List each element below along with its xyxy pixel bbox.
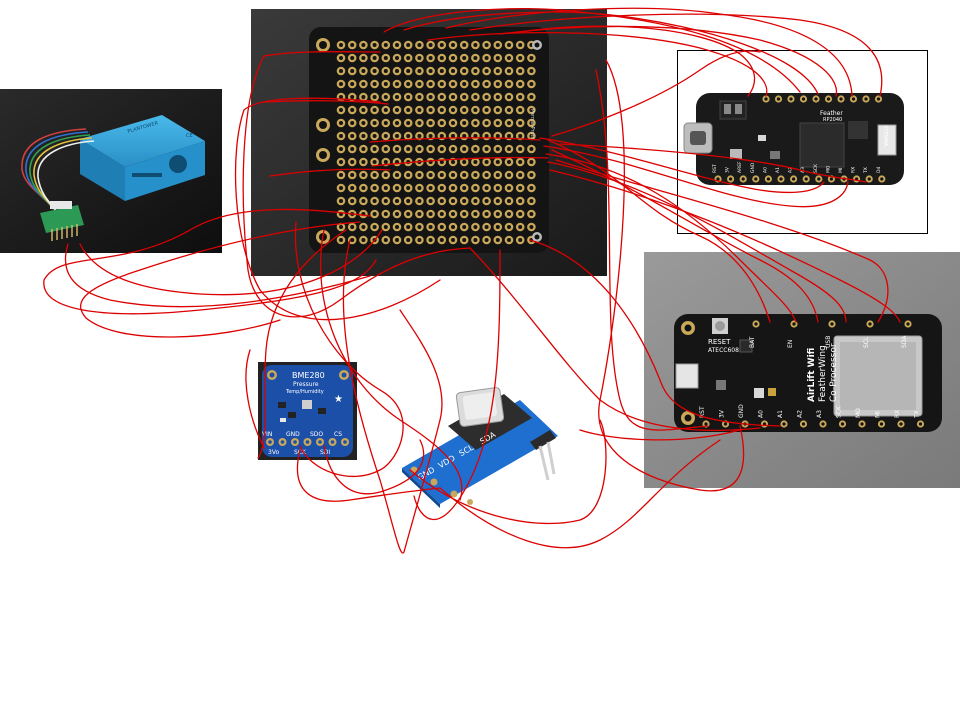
feather-bottom-pin-label: MO (825, 165, 831, 173)
feather-bottom-pin-label: MI (838, 168, 844, 173)
feather-top-pin-label: 11 (798, 85, 804, 91)
airlift-bottom-pin-label: RX (894, 410, 901, 418)
airlift-top-pin-label: BAT (749, 336, 756, 348)
feather-bottom-pin-label: A0 (762, 167, 768, 173)
feather-top-pin-label: 5 (848, 88, 854, 91)
feather-bottom-pin-label: 3V (725, 166, 731, 173)
airlift-top-pin-label: USB (825, 336, 832, 348)
airlift-bottom-pin-label: A3 (816, 410, 823, 418)
feather-bottom-pin-label: TX (863, 167, 869, 174)
airlift-name2-text: FeatherWing (818, 345, 828, 402)
airlift-name1-text: AirLift Wifi (807, 348, 817, 402)
perma-proto-photo: Perma-Proto (251, 9, 607, 276)
feather-model-text: RP2040 (823, 117, 842, 123)
feather-top-pin-label: 10 (810, 85, 816, 91)
airlift-bottom-pin-label: A0 (758, 410, 765, 418)
bme280-photo: BME280 Pressure Temp/Humidity ★ VIN GND SD… (258, 362, 357, 460)
pm25-ce-text: CE (186, 133, 193, 139)
feather-name-text: Feather (820, 110, 843, 117)
feather-bottom-pin-label: A3 (800, 167, 806, 173)
feather-top-pin-label: USB (785, 80, 791, 91)
bme-name-text: BME280 (292, 371, 325, 380)
bme-top-label: CS (334, 431, 342, 438)
feather-top-pin-label: 9 (823, 88, 829, 91)
airlift-top-pin-label: SDA (901, 335, 908, 348)
bme-bottom-label: SDI (320, 449, 330, 456)
scd30-photo: GND VDD SCL SDA (400, 384, 560, 508)
bme-top-label: VIN (262, 431, 272, 438)
airlift-bottom-pin-label: A2 (797, 410, 804, 418)
airlift-crypto-text: ATECC608 (708, 347, 739, 354)
svg-text:★: ★ (334, 394, 343, 405)
feather-bottom-pin-label: RX (851, 167, 857, 173)
feather-top-pin-label: 6 (835, 88, 841, 91)
feather-top-pin-label: EN (773, 84, 779, 91)
feather-main-photo: STEMMA Feather RP2040 BAT EN USB 11 10 9 6 5 SCL… (677, 50, 928, 234)
feather-bottom-pin-label: A1 (775, 167, 781, 173)
airlift-bottom-pin-label: MI (875, 411, 882, 418)
feather-bottom-pin-label: A2 (788, 167, 794, 173)
airlift-reset-text: RESET (708, 338, 731, 346)
airlift-bottom-pin-label: SCK (836, 405, 843, 418)
feather-top-pin-label: SDA (873, 80, 879, 91)
airlift-bottom-pin-label: TX (914, 410, 921, 419)
airlift-bottom-pin-label: MO (855, 408, 862, 418)
airlift-top-pin-label: SCL (863, 336, 870, 348)
airlift-bottom-pin-label: A1 (777, 410, 784, 418)
airlift-featherwing-photo: RESET ATECC608 AirLift Wifi FeatherWing … (644, 252, 960, 488)
feather-bottom-pin-label: GND (750, 162, 756, 173)
airlift-bottom-pin-label: GND (738, 404, 745, 418)
bme-line2-text: Pressure (293, 381, 319, 388)
feather-bottom-pin-label: SCK (813, 163, 819, 173)
airlift-name3-text: Co-Processor (829, 343, 839, 402)
feather-top-pin-label: SCL (860, 81, 866, 91)
airlift-top-pin-label: EN (787, 340, 794, 348)
bme-top-label: GND (286, 431, 300, 438)
airlift-bottom-pin-label: 3V (719, 409, 726, 418)
bme-line3-text: Temp/Humidity (285, 389, 324, 395)
feather-stemma-text: STEMMA (882, 125, 888, 147)
feather-bottom-pin-label: RST (712, 164, 718, 173)
feather-bottom-pin-label: AREF (737, 161, 743, 173)
bme-top-label: SDO (310, 431, 323, 438)
pm25-sensor-photo: PLANTOWER CE (0, 89, 222, 253)
bme-bottom-label: SCK (294, 449, 307, 456)
airlift-bottom-pin-label: RST (699, 406, 706, 418)
feather-top-pin-label: BAT (760, 81, 766, 91)
feather-bottom-pin-label: D4 (876, 167, 882, 173)
bme-bottom-label: 3Vo (268, 449, 279, 456)
perma-proto-brand-text: Perma-Proto (529, 109, 535, 140)
